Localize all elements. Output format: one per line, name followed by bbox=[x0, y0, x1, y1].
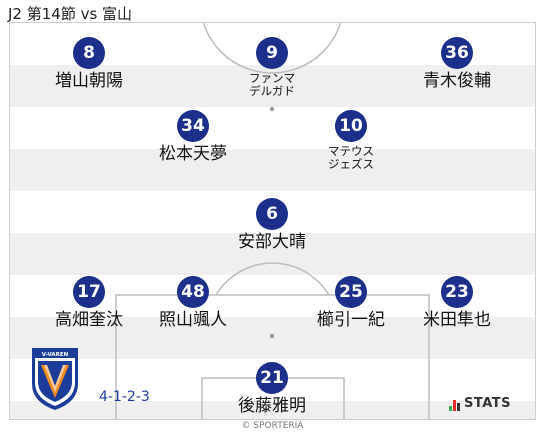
club-logo-text: V-VAREN bbox=[42, 352, 69, 358]
player-name: 青木俊輔 bbox=[423, 71, 491, 91]
player-name: 櫛引一紀 bbox=[317, 310, 385, 330]
stats-label: STATS bbox=[464, 396, 512, 411]
copyright-credit: © SPORTERIA bbox=[241, 421, 304, 431]
player-number: 21 bbox=[256, 362, 288, 394]
player-name: 安部大晴 bbox=[238, 232, 306, 252]
player-number: 10 bbox=[335, 110, 367, 142]
player-number: 17 bbox=[73, 276, 105, 308]
stats-logo: STATS bbox=[449, 396, 511, 411]
player-name: 後藤雅明 bbox=[238, 396, 306, 416]
player-number: 6 bbox=[256, 198, 288, 230]
player-number: 34 bbox=[177, 110, 209, 142]
player-number: 25 bbox=[335, 276, 367, 308]
player-number: 48 bbox=[177, 276, 209, 308]
player-name: 照山颯人 bbox=[159, 310, 227, 330]
player-name: マテウス ジェズス bbox=[328, 144, 374, 171]
stats-bar bbox=[449, 406, 452, 411]
player-name: ファンマ デルガド bbox=[249, 71, 295, 98]
formation-label: 4-1-2-3 bbox=[99, 389, 150, 405]
player-name: 松本天夢 bbox=[159, 144, 227, 164]
player-number: 8 bbox=[73, 37, 105, 69]
match-title: J2 第14節 vs 富山 bbox=[8, 5, 133, 23]
player-name: 増山朝陽 bbox=[55, 71, 123, 91]
player-name: 米田隼也 bbox=[423, 310, 491, 330]
player-number: 36 bbox=[441, 37, 473, 69]
player-number: 23 bbox=[441, 276, 473, 308]
stats-bar bbox=[457, 403, 460, 411]
club-logo: V-VAREN bbox=[32, 348, 78, 410]
stats-bar bbox=[453, 400, 456, 411]
stats-bars-icon bbox=[449, 400, 460, 411]
player-name: 高畑奎汰 bbox=[55, 310, 123, 330]
player-number: 9 bbox=[256, 37, 288, 69]
